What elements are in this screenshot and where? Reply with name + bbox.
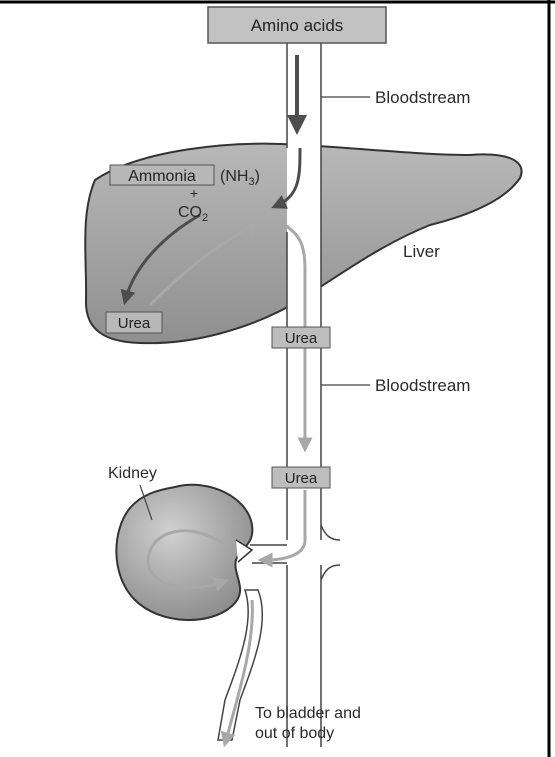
urea-lower-label: Urea: [285, 470, 318, 487]
ammonia-label: Ammonia: [128, 168, 196, 185]
kidney-organ: [116, 485, 252, 620]
bladder-label-line1: To bladder and: [255, 705, 361, 722]
urea-middle-label: Urea: [285, 330, 318, 347]
kidney-label: Kidney: [108, 465, 157, 482]
amino-acids-label: Amino acids: [251, 16, 344, 35]
liver-label: Liver: [403, 242, 440, 261]
plus-sign: +: [190, 185, 198, 201]
bloodstream-top-label: Bloodstream: [375, 88, 470, 107]
bloodstream-bottom-label: Bloodstream: [375, 376, 470, 395]
bladder-label-line2: out of body: [255, 725, 334, 742]
urea-liver-label: Urea: [118, 315, 151, 332]
